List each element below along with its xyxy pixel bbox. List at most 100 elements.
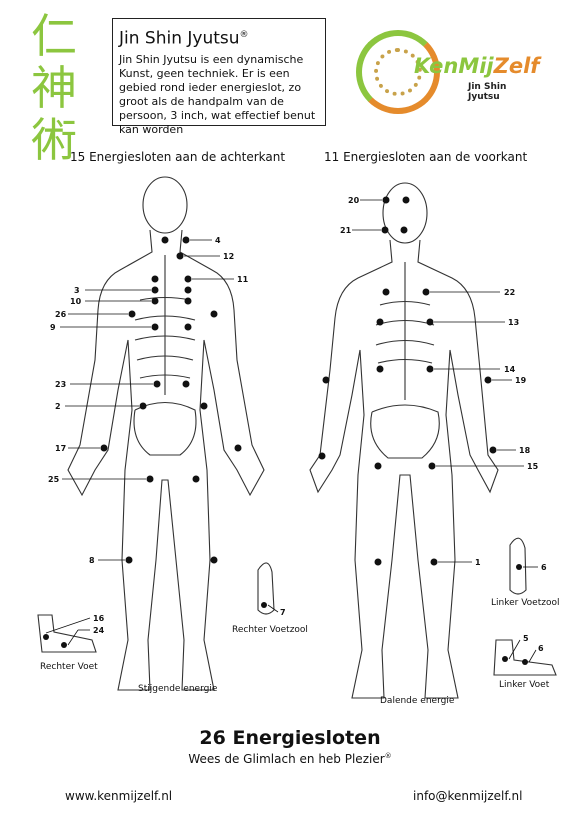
info-title: Jin Shin Jyutsu® — [119, 25, 319, 49]
dot-front-20b — [402, 196, 410, 204]
label-left-sole-6: 6 — [541, 563, 547, 572]
label-7: 7 — [280, 608, 286, 617]
kanji-char-2: 神 — [31, 61, 77, 115]
logo-brand: KenMijZelf — [414, 54, 539, 78]
dot-left-foot-5 — [502, 656, 508, 662]
caption-linker-voet: Linker Voet — [499, 680, 550, 690]
dot-back-11b — [184, 275, 192, 283]
dot-back-23a — [153, 380, 161, 388]
dot-back-3a — [151, 286, 159, 294]
label-8: 8 — [89, 556, 95, 565]
label-23: 23 — [55, 380, 66, 389]
dot-back-4b — [182, 236, 190, 244]
dot-back-2b — [200, 402, 208, 410]
label-21: 21 — [340, 226, 352, 235]
footer-email-link[interactable]: info@kenmijzelf.nl — [413, 789, 523, 803]
label-10: 10 — [70, 297, 82, 306]
dot-back-8b — [210, 556, 218, 564]
left-foot-figure — [493, 639, 557, 676]
dot-front-22b — [422, 288, 430, 296]
dot-back-11a — [151, 275, 159, 283]
dot-back-17b — [234, 444, 242, 452]
label-17: 17 — [55, 444, 66, 453]
label-5: 5 — [523, 634, 529, 643]
dot-front-20a — [382, 196, 390, 204]
dot-front-14b — [426, 365, 434, 373]
logo-brand-part1: KenMij — [414, 54, 494, 78]
caption-dalende-energie: Dalende energie — [380, 696, 455, 706]
dot-back-9a — [151, 323, 159, 331]
logo-subtitle: Jin Shin Jyutsu — [468, 82, 507, 102]
label-19: 19 — [515, 376, 527, 385]
dot-front-19a — [322, 376, 330, 384]
front-body-figure — [309, 182, 499, 699]
caption-rechter-voet: Rechter Voet — [40, 662, 98, 672]
dot-front-18a — [318, 452, 326, 460]
info-title-text: Jin Shin Jyutsu — [119, 28, 240, 49]
footer-website-link[interactable]: www.kenmijzelf.nl — [65, 789, 173, 803]
dot-front-21b — [400, 226, 408, 234]
dot-back-26a — [128, 310, 136, 318]
label-11: 11 — [237, 275, 249, 284]
label-20: 20 — [348, 196, 360, 205]
dot-front-1a — [374, 558, 382, 566]
dot-back-10b — [184, 297, 192, 305]
dot-back-10a — [151, 297, 159, 305]
dot-back-23b — [182, 380, 190, 388]
label-4: 4 — [215, 236, 221, 245]
dot-front-1b — [430, 558, 438, 566]
dot-right-foot-24 — [61, 642, 67, 648]
logo-ring-icon — [356, 30, 440, 114]
info-box: Jin Shin Jyutsu® Jin Shin Jyutsu is een … — [112, 18, 326, 136]
main-title: 26 Energiesloten — [199, 727, 381, 749]
dot-front-22a — [382, 288, 390, 296]
logo-brand-part2: Zelf — [493, 54, 540, 78]
dot-back-17a — [100, 444, 108, 452]
subtitle-text: Wees de Glimlach en heb Plezier — [188, 752, 385, 766]
dot-front-19b — [484, 376, 492, 384]
kanji-char-3: 術 — [31, 113, 77, 167]
label-18: 18 — [519, 446, 531, 455]
right-foot-figure — [37, 614, 97, 653]
info-description: Jin Shin Jyutsu is een dynamische Kunst,… — [119, 52, 316, 136]
dot-front-15a — [374, 462, 382, 470]
back-body-figure — [67, 176, 265, 691]
dot-left-sole-6 — [516, 564, 522, 570]
dot-front-21a — [381, 226, 389, 234]
dot-back-9b — [184, 323, 192, 331]
label-12: 12 — [223, 252, 234, 261]
caption-rechter-voetzool: Rechter Voetzool — [232, 625, 308, 635]
back-heading: 15 Energiesloten aan de achterkant — [70, 150, 286, 164]
label-26: 26 — [55, 310, 67, 319]
label-25: 25 — [48, 475, 60, 484]
label-1: 1 — [475, 558, 481, 567]
energy-dots — [43, 196, 528, 665]
label-15: 15 — [527, 462, 539, 471]
caption-stijgende-energie: Stijgende energie — [138, 684, 218, 694]
kanji-logo: 仁 神 術 — [24, 10, 84, 166]
dot-left-foot-6 — [522, 659, 528, 665]
logo-inner-ring-icon — [374, 48, 422, 96]
label-24: 24 — [93, 626, 105, 635]
dot-back-25a — [146, 475, 154, 483]
leader-lines — [45, 199, 538, 663]
label-9: 9 — [50, 323, 56, 332]
dot-back-3b — [184, 286, 192, 294]
dot-right-sole-7 — [261, 602, 267, 608]
dot-front-13b — [426, 318, 434, 326]
dot-back-8a — [125, 556, 133, 564]
dot-front-15b — [428, 462, 436, 470]
subtitle: Wees de Glimlach en heb Plezier® — [0, 752, 580, 766]
label-14: 14 — [504, 365, 516, 374]
dot-back-4 — [161, 236, 169, 244]
label-22: 22 — [504, 288, 515, 297]
dot-front-14a — [376, 365, 384, 373]
left-sole-figure — [509, 537, 527, 595]
front-heading: 11 Energiesloten aan de voorkant — [324, 150, 528, 164]
kanji-char-1: 仁 — [31, 9, 77, 63]
kenmijzelf-logo: KenMijZelf Jin Shin Jyutsu — [352, 24, 539, 124]
label-2: 2 — [55, 402, 61, 411]
registered-mark: ® — [239, 30, 249, 40]
label-3: 3 — [74, 286, 80, 295]
